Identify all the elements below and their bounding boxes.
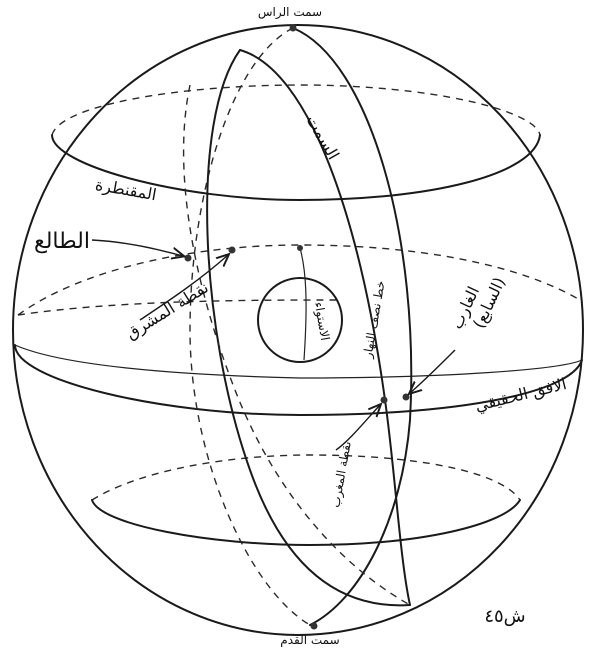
true-horizon-label: الافق الحقيقي: [473, 374, 569, 416]
nadir-dot: [311, 623, 318, 630]
sphere-outline: [13, 25, 583, 635]
zenith-dot: [290, 25, 297, 32]
setting-dot: [403, 394, 410, 401]
lower-circle-front: [92, 500, 520, 545]
inner-axis: [300, 248, 306, 360]
meridian-label: خط نصف النهار: [360, 280, 389, 361]
setting-arrow: [410, 350, 455, 393]
figure-number-label: ش٤٥: [484, 606, 525, 627]
almucantar-label: المقنطرة: [94, 175, 158, 205]
lower-circle-back: [92, 455, 520, 500]
inner-axis-top-dot: [297, 245, 303, 251]
meridian-back: [190, 28, 310, 625]
ascendant-dot: [185, 255, 192, 262]
nadir-label: سمت القدم: [280, 633, 339, 647]
east-point-dot: [229, 247, 236, 254]
west-point-dot: [381, 397, 388, 404]
vertical-circle-label: السمت: [302, 111, 343, 163]
ascendant-arrow: [92, 240, 183, 256]
east-point-label: نقطة المشرق: [122, 278, 212, 344]
ascendant-label: الطالع: [34, 229, 90, 254]
zenith-label: سمت الراس: [258, 5, 322, 20]
west-point-label: نقطة المغرب: [328, 440, 354, 509]
almucantar-back: [52, 85, 540, 135]
equator-label: الاستواء: [311, 301, 333, 342]
